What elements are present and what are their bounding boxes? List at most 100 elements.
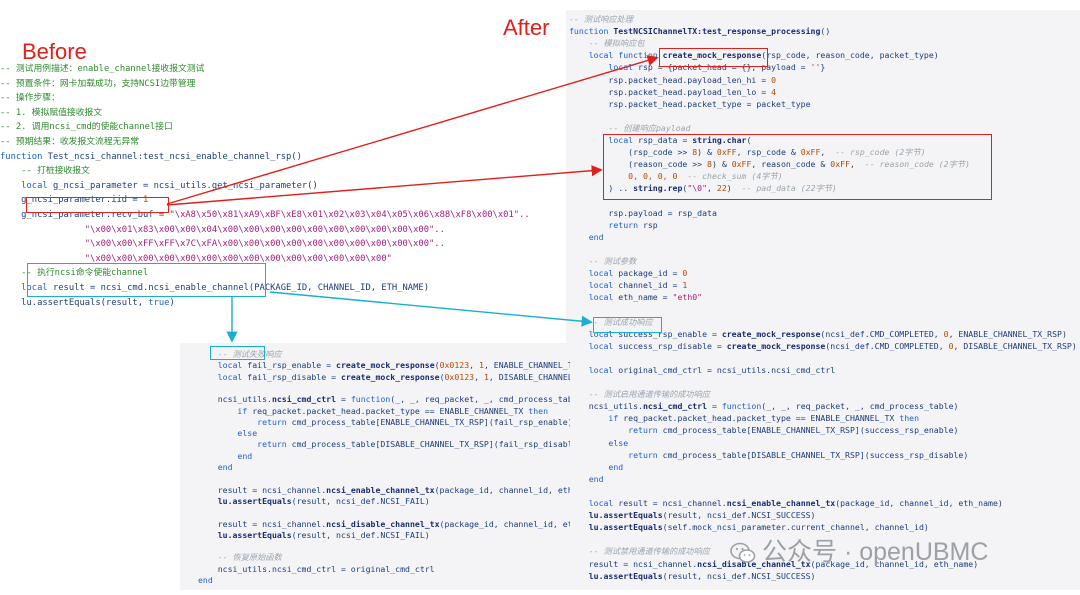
- code-line: (rsp_code >> 8) & 0xFF, rsp_code & 0xFF,…: [569, 146, 926, 158]
- code-token: 1: [483, 371, 489, 382]
- code-line: result = ncsi_channel.ncsi_disable_chann…: [569, 558, 978, 570]
- code-token: -- 操作步骤：: [0, 93, 60, 104]
- code-line: local rsp = {packet_head = {}, payload =…: [569, 61, 825, 73]
- code-token: rsp: [642, 219, 658, 230]
- code-line: lu.assertEquals(result, ncsi_def.NCSI_FA…: [198, 530, 430, 541]
- code-token: package_id =: [618, 268, 683, 279]
- code-token: cmd_process_table[ENABLE_CHANNEL_TX_RSP]…: [291, 416, 570, 427]
- code-line: g_ncsi_parameter.recv_buf = "\xA8\x50\x8…: [0, 208, 529, 223]
- code-token: -- 测试成功响应: [569, 316, 653, 327]
- code-token: ncsi_cmd_ctrl: [271, 394, 337, 405]
- code-token: local: [198, 360, 248, 371]
- code-token: -- 测试禁用通道传输的成功响应: [569, 546, 710, 557]
- code-line: else: [569, 437, 628, 449]
- code-line: -- 预置条件：网卡加载成功，支持NCSI边带管理: [0, 77, 195, 92]
- code-token: g_ncsi_parameter.iid =: [0, 195, 143, 206]
- code-line: -- 模拟响应包: [569, 37, 645, 49]
- code-token: local: [569, 135, 639, 145]
- code-token: -- 预期结果：收发报文流程无异常: [0, 137, 140, 147]
- code-line: if req_packet.packet_head.packet_type ==…: [198, 406, 548, 417]
- code-token: -- rsp_code (2字节): [835, 147, 926, 158]
- code-token: create_mock_response: [340, 371, 440, 382]
- code-line: "\x00\x01\x83\x00\x00\x04\x00\x00\x00\x0…: [0, 223, 445, 238]
- code-token: string.char: [692, 135, 747, 145]
- code-line: function Test_ncsi_channel:test_ncsi_ena…: [0, 150, 302, 165]
- code-token: return: [569, 219, 643, 230]
- code-token: then: [528, 405, 548, 416]
- code-token: 0xFF: [830, 159, 850, 170]
- code-line: rsp.packet_head.packet_type = packet_typ…: [569, 98, 811, 110]
- code-token: end: [569, 461, 624, 472]
- code-token: rsp.packet_head.payload_len_lo =: [569, 86, 772, 97]
- code-token: , rsp_code &: [736, 147, 801, 158]
- code-line: return cmd_process_table[ENABLE_CHANNEL_…: [569, 424, 958, 436]
- code-token: local: [569, 268, 619, 279]
- code-line: return cmd_process_table[DISABLE_CHANNEL…: [198, 439, 570, 450]
- code-token: , reason_code &: [751, 159, 831, 170]
- code-token: TestNCSIChannelTX:test_response_processi…: [613, 26, 821, 37]
- code-line: -- 打桩接收报文: [0, 164, 90, 179]
- code-line: lu.assertEquals(result, true): [0, 296, 175, 311]
- code-token: fail_rsp_enable =: [247, 360, 337, 371]
- code-line: lu.assertEquals(result, ncsi_def.NCSI_FA…: [198, 496, 430, 507]
- code-line: -- 执行ncsi命令使能channel: [0, 266, 148, 281]
- code-token: req_packet.packet_head.packet_type == EN…: [623, 413, 900, 424]
- code-line: end: [198, 451, 252, 462]
- code-token: lu.assertEquals: [569, 570, 663, 581]
- code-line: end: [198, 575, 213, 586]
- code-token: , DISABLE_CHANNEL_TX_RSP): [488, 371, 570, 382]
- code-token: channel_id =: [618, 280, 683, 291]
- code-token: result = ncsi_channel.: [198, 484, 327, 495]
- code-line: -- 测试失败响应: [198, 349, 282, 360]
- code-token: ,: [707, 183, 717, 194]
- code-token: lu.assertEquals(result,: [0, 297, 149, 308]
- code-token: cmd_process_table[ENABLE_CHANNEL_TX_RSP]…: [662, 425, 959, 436]
- after-label: After: [503, 15, 550, 40]
- code-line: local fail_rsp_disable = create_mock_res…: [198, 372, 570, 383]
- code-token: -- 预置条件：网卡加载成功，支持NCSI边带管理: [0, 78, 196, 89]
- code-token: else: [198, 428, 258, 439]
- code-token: local: [0, 283, 53, 293]
- code-token: 0xFF: [716, 147, 737, 158]
- code-token: ,: [469, 360, 479, 371]
- code-token: true: [148, 297, 170, 308]
- code-token: local function: [569, 50, 663, 61]
- code-line: rsp.packet_head.payload_len_hi = 0: [569, 74, 776, 86]
- code-token: 8: [692, 147, 698, 158]
- code-line: local fail_rsp_enable = create_mock_resp…: [198, 360, 570, 371]
- code-token: rsp.packet_head.packet_type = packet_typ…: [569, 98, 811, 109]
- code-token: local: [569, 498, 619, 508]
- code-token: ncsi_utils.ncsi_cmd_ctrl = original_cmd_…: [198, 563, 435, 574]
- code-token: ncsi_disable_channel_tx: [326, 518, 440, 529]
- code-token: g_ncsi_parameter = ncsi_utils.get_ncsi_p…: [52, 180, 318, 191]
- code-token: end: [198, 462, 233, 472]
- code-token: create_mock_response: [662, 50, 762, 61]
- code-token: -- 1. 模拟赋值接收报文: [0, 107, 103, 118]
- code-token: lu.assertEquals: [569, 522, 663, 533]
- watermark: 公众号 · openUBMC: [730, 536, 1070, 568]
- code-token: ): [726, 183, 742, 194]
- code-token: create_mock_response: [721, 328, 821, 339]
- code-token: (package_id, channel_id, eth_name): [835, 498, 1003, 508]
- code-token: (package_id, channel_id, eth_name): [439, 518, 570, 529]
- code-token: end: [569, 473, 604, 484]
- code-line: -- 1. 模拟赋值接收报文: [0, 106, 102, 121]
- code-token: ncsi_utils.: [198, 394, 272, 405]
- code-token: result = ncsi_channel.: [198, 518, 327, 529]
- wechat-icon: [730, 543, 756, 564]
- code-line: "\x00\x00\x00\x00\x00\x00\x00\x00\x00\x0…: [0, 252, 392, 267]
- code-token: ) &: [711, 159, 732, 170]
- code-token: create_mock_response: [726, 340, 826, 351]
- code-line: ncsi_utils.ncsi_cmd_ctrl = function(_, _…: [569, 400, 959, 412]
- code-token: create_mock_response: [336, 360, 435, 371]
- code-token: Test_ncsi_channel:test_ncsi_enable_chann…: [47, 151, 302, 162]
- code-token: local: [569, 340, 619, 351]
- code-token: result = ncsi_channel.: [618, 498, 727, 508]
- code-token: -- pad_data (22字节): [741, 183, 837, 194]
- code-token: (reason_code >>: [569, 159, 708, 170]
- code-token: (result, ncsi_def.NCSI_FAIL): [291, 495, 430, 506]
- code-token: , ENABLE_CHANNEL_TX_RSP): [483, 360, 570, 371]
- code-token: -- 测试参数: [569, 256, 637, 266]
- code-token: lu.assertEquals: [198, 529, 292, 540]
- code-line: local original_cmd_ctrl = ncsi_utils.ncs…: [569, 364, 835, 376]
